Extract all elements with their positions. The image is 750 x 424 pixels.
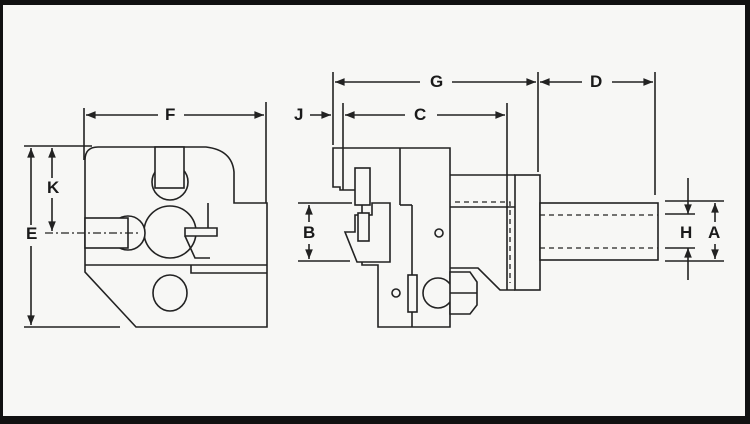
dimension-label-c: C xyxy=(412,105,429,124)
dimension-label-d: D xyxy=(588,72,605,91)
dimension-label-a: A xyxy=(706,223,723,242)
screw-hole xyxy=(391,288,401,298)
top-slot xyxy=(154,146,185,189)
dimension-label-g: G xyxy=(428,72,446,91)
mounting-hole xyxy=(152,274,188,312)
end-view xyxy=(24,102,268,328)
side-view xyxy=(298,72,724,328)
dimension-label-f: F xyxy=(163,105,178,124)
dimension-label-e: E xyxy=(24,224,40,243)
adjust-knob xyxy=(422,277,454,309)
flange xyxy=(514,174,541,291)
dimension-label-j: J xyxy=(292,105,306,124)
dimension-label-h: H xyxy=(678,223,695,242)
end-view-body xyxy=(84,146,268,328)
dimension-label-b: B xyxy=(301,223,318,242)
shank xyxy=(539,202,659,261)
screw-hole xyxy=(434,228,444,238)
clamp-plate xyxy=(354,167,371,206)
dimension-label-k: K xyxy=(45,178,62,197)
